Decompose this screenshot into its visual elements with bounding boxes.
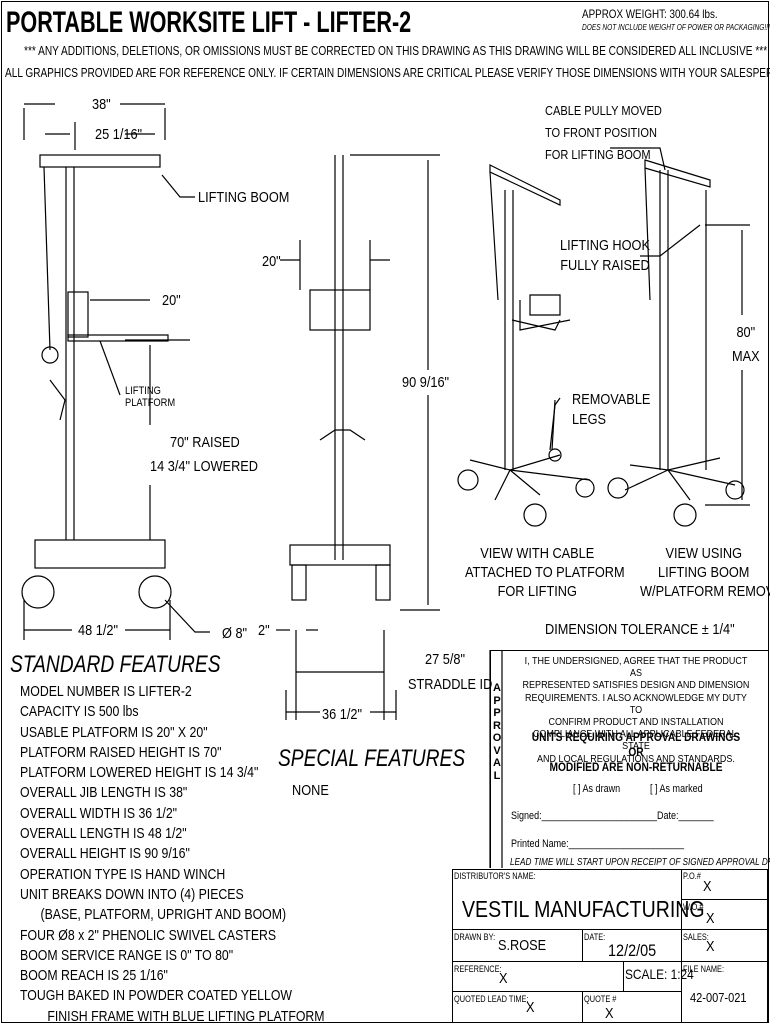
- label-straddle-id: STRADDLE ID: [408, 676, 493, 693]
- distributor-label: DISTRIBUTOR'S NAME:: [454, 871, 536, 881]
- approval-letter: V: [493, 744, 501, 757]
- drawn-by-label: DRAWN BY:: [454, 932, 496, 942]
- dim-length: 48 1/2": [78, 622, 118, 639]
- approval-letter: R: [493, 719, 501, 732]
- distributor-name: VESTIL MANUFACTURING: [462, 896, 705, 922]
- wo-value: X: [706, 910, 715, 927]
- sales-label: SALES:: [683, 932, 709, 942]
- as-drawn-checkbox[interactable]: [ ] As drawn: [573, 783, 621, 795]
- date-value: 12/2/05: [608, 941, 657, 960]
- approval-statement: I, THE UNDERSIGNED, AGREE THAT THE PRODU…: [518, 656, 754, 766]
- date-label: DATE:: [584, 932, 606, 942]
- reference-label: REFERENCE:: [454, 964, 502, 974]
- dim-straddle: 27 5/8": [425, 651, 465, 668]
- isometric-view-boom: [549, 147, 750, 527]
- feature-item: OVERALL LENGTH IS 48 1/2": [20, 825, 187, 843]
- quoted-lead-time-label: QUOTED LEAD TIME:: [454, 994, 529, 1004]
- notice-reference: ALL GRAPHICS PROVIDED ARE FOR REFERENCE …: [5, 65, 770, 80]
- reference-value: X: [499, 970, 508, 987]
- scale-value: SCALE: 1:24: [625, 966, 694, 982]
- feature-item: (BASE, PLATFORM, UPRIGHT AND BOOM): [20, 906, 287, 924]
- isometric-view-platform: [457, 164, 595, 527]
- dim-max-height: 80"MAX: [732, 324, 760, 365]
- dim-width: 36 1/2": [322, 706, 362, 723]
- weight-note: DOES NOT INCLUDE WEIGHT OF POWER OR PACK…: [582, 23, 770, 32]
- feature-item: BOOM REACH IS 25 1/16": [20, 967, 168, 985]
- approval-letter: A: [493, 682, 501, 694]
- feature-item: CAPACITY IS 500 lbs: [20, 703, 139, 721]
- dim-height: 90 9/16": [402, 374, 450, 391]
- feature-item: BOOM SERVICE RANGE IS 0" TO 80": [20, 946, 234, 964]
- approval-line: CONFIRM PRODUCT AND INSTALLATION: [548, 717, 724, 729]
- approval-box: [490, 650, 768, 868]
- standard-features-title: STANDARD FEATURES: [10, 651, 221, 678]
- feature-item: UNIT BREAKS DOWN INTO (4) PIECES: [20, 885, 244, 903]
- dim-front-width: 20": [262, 253, 281, 270]
- feature-item: USABLE PLATFORM IS 20" X 20": [20, 723, 208, 741]
- approval-line: AND LOCAL REGULATIONS AND STANDARDS.: [537, 753, 735, 765]
- wo-label: W.O.#: [683, 902, 704, 912]
- special-features-title: SPECIAL FEATURES: [278, 745, 466, 772]
- dim-platform-width: 20": [162, 292, 181, 309]
- dim-caster: Ø 8": [222, 625, 248, 642]
- dim-lowered: 14 3/4" LOWERED: [150, 458, 258, 475]
- front-view: [276, 154, 440, 720]
- approval-letter: P: [493, 707, 501, 719]
- feature-item: OVERALL JIB LENGTH IS 38": [20, 784, 188, 802]
- signed-date-field[interactable]: Signed:_______________________Date:_____…: [511, 810, 714, 822]
- label-lifting-boom: LIFTING BOOM: [198, 189, 290, 206]
- special-features-value: NONE: [292, 782, 329, 799]
- approval-letter: L: [493, 769, 501, 782]
- file-name-label: FILE NAME:: [683, 964, 725, 974]
- approval-line: I, THE UNDERSIGNED, AGREE THAT THE PRODU…: [524, 656, 748, 680]
- file-name-value: 42-007-021: [690, 990, 747, 1005]
- side-view: [21, 103, 210, 640]
- lead-time-note: LEAD TIME WILL START UPON RECEIPT OF SIG…: [510, 857, 770, 868]
- approx-weight: APPROX WEIGHT: 300.64 lbs.: [582, 7, 718, 21]
- feature-item: FOUR Ø8 x 2" PHENOLIC SWIVEL CASTERS: [20, 926, 277, 944]
- dim-jib: 38": [92, 96, 111, 113]
- approval-line: REPRESENTED SATISFIES DESIGN AND DIMENSI…: [522, 680, 750, 692]
- dim-reach: 25 1/16": [95, 126, 143, 143]
- approval-letter: O: [492, 732, 502, 744]
- feature-item: PLATFORM LOWERED HEIGHT IS 14 3/4": [20, 764, 259, 782]
- feature-item: OVERALL HEIGHT IS 90 9/16": [20, 845, 190, 863]
- feature-item: OVERALL WIDTH IS 36 1/2": [20, 804, 178, 822]
- quote-label: QUOTE #: [584, 994, 617, 1004]
- printed-name-field[interactable]: Printed Name:_______________________: [511, 838, 685, 850]
- as-marked-checkbox[interactable]: [ ] As marked: [650, 783, 703, 795]
- feature-item: MODEL NUMBER IS LIFTER-2: [20, 683, 192, 700]
- feature-item: FINISH FRAME WITH BLUE LIFTING PLATFORM: [20, 1007, 325, 1025]
- quoted-lead-time-value: X: [526, 999, 535, 1016]
- drawn-by-value: S.ROSE: [498, 937, 547, 954]
- dim-caster-width: 2": [258, 622, 270, 639]
- sales-value: X: [706, 938, 715, 955]
- page-title: PORTABLE WORKSITE LIFT - LIFTER-2: [6, 6, 412, 39]
- feature-item: PLATFORM RAISED HEIGHT IS 70": [20, 743, 222, 761]
- approval-letter: A: [493, 757, 501, 769]
- po-label: P.O.#: [683, 871, 701, 881]
- feature-item: TOUGH BAKED IN POWDER COATED YELLOW: [20, 987, 293, 1005]
- approval-letter: P: [493, 694, 501, 707]
- feature-item: OPERATION TYPE IS HAND WINCH: [20, 865, 226, 883]
- dimension-tolerance: DIMENSION TOLERANCE ± 1/4": [545, 621, 735, 638]
- approval-line: REQUIREMENTS. I ALSO ACKNOWLEDGE MY DUTY…: [525, 692, 747, 716]
- approval-line: COMPLIANCE WITH ALL APPLICABLE FEDERAL, …: [532, 729, 740, 753]
- dim-raised: 70" RAISED: [170, 434, 240, 451]
- notice-inclusive: *** ANY ADDITIONS, DELETIONS, OR OMISSIO…: [24, 43, 768, 58]
- quote-value: X: [605, 1005, 614, 1022]
- po-value: X: [703, 878, 712, 895]
